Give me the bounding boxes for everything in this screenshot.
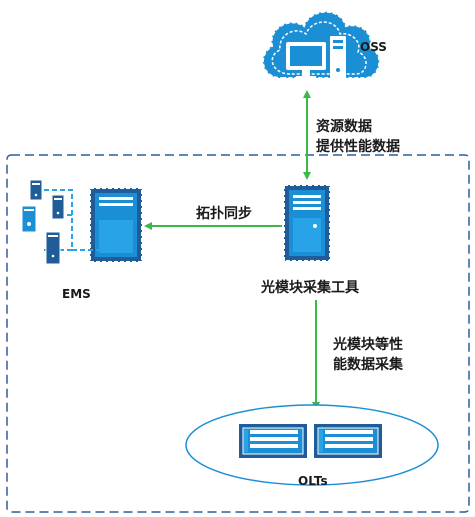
olt-group-ellipse bbox=[185, 404, 439, 486]
oss-label: OSS bbox=[360, 40, 387, 54]
tool-ems-edge-label: 拓扑同步 bbox=[196, 206, 252, 222]
oss-tool-edge-label: 资源数据 bbox=[316, 119, 372, 135]
ems-label: EMS bbox=[62, 287, 91, 301]
olts-label: OLTs bbox=[298, 474, 328, 488]
system-boundary bbox=[6, 154, 470, 513]
oss-tool-edge-label: 提供性能数据 bbox=[316, 139, 400, 155]
ems-cluster-icon bbox=[21, 179, 143, 265]
tool-label: 光模块采集工具 bbox=[261, 280, 359, 296]
olt-chassis-icon bbox=[239, 424, 307, 458]
tool-olts-edge-label: 光模块等性 bbox=[333, 337, 403, 353]
oss-cloud-icon bbox=[262, 10, 381, 80]
tool-server-icon bbox=[283, 184, 331, 262]
olt-chassis-icon bbox=[314, 424, 382, 458]
tool-olts-edge-label: 能数据采集 bbox=[333, 357, 403, 373]
